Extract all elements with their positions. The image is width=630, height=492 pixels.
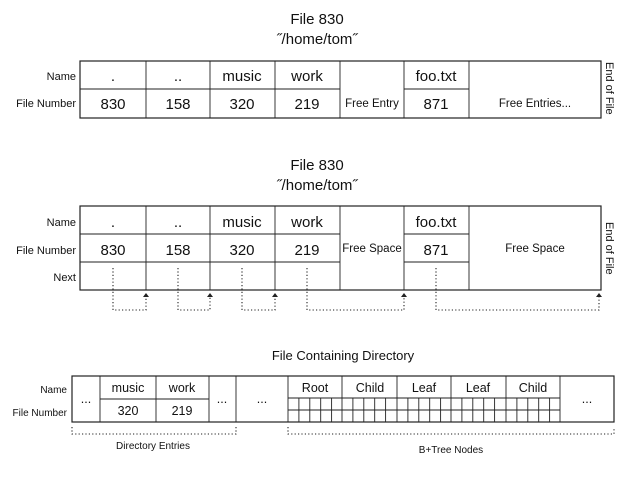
btree-nodes-bracket (287, 427, 615, 435)
diagram-2-free-space-end: Free Space (505, 243, 564, 255)
diagram-1-name-cell: .. (174, 68, 182, 85)
diagram-1-number-cell: 219 (294, 96, 319, 113)
diagram-2: File 830 ˝/home/tom˝ Name File Number Ne… (16, 157, 615, 311)
diagram-3-name-cell: music (112, 381, 145, 395)
diagram-2-file-block (79, 205, 602, 291)
diagram-2-name-cell: foo.txt (416, 214, 458, 231)
btree-node-label: Child (356, 381, 385, 395)
diagram-3-ellipsis: ... (257, 392, 267, 406)
diagram-1-name-cell: work (290, 68, 323, 85)
btree-cell-grid (298, 398, 551, 422)
diagram-3-ellipsis: ... (217, 392, 227, 406)
next-pointer-arrows (112, 268, 602, 311)
diagram-2-name-cell: music (222, 214, 262, 231)
diagram-3-name-cell: work (168, 381, 196, 395)
diagram-1-number-label: File Number (16, 98, 76, 110)
diagram-1-subtitle: ˝/home/tom˝ (277, 31, 359, 48)
btree-nodes: Root Child Leaf Leaf Child (288, 376, 560, 422)
diagram-2-end-of-file: End of File (603, 222, 615, 275)
diagram-1-free-entry: Free Entry (345, 98, 399, 110)
diagram-2-name-label: Name (47, 217, 76, 229)
diagram-1: File 830 ˝/home/tom˝ Name File Number . … (16, 11, 615, 119)
diagram-2-name-cell: .. (174, 214, 182, 231)
diagram-2-number-label: File Number (16, 245, 76, 257)
diagram-1-end-of-file: End of File (603, 62, 615, 115)
diagram-3-number-cell: 320 (118, 404, 139, 418)
diagram-1-name-cell: . (111, 68, 115, 85)
diagram-3: File Containing Directory Name File Numb… (13, 348, 615, 456)
diagram-3-title: File Containing Directory (272, 348, 415, 363)
diagram-1-number-cell: 871 (423, 96, 448, 113)
diagram-2-subtitle: ˝/home/tom˝ (277, 177, 359, 194)
diagram-2-number-cell: 219 (294, 242, 319, 259)
diagram-1-name-cell: music (222, 68, 262, 85)
diagram-1-file-block (79, 60, 602, 119)
btree-node-label: Leaf (466, 381, 491, 395)
diagram-1-free-entries: Free Entries... (499, 98, 571, 110)
diagram-2-number-cell: 871 (423, 242, 448, 259)
diagram-2-number-cell: 158 (165, 242, 190, 259)
diagram-3-number-label: File Number (13, 408, 68, 419)
diagram-3-name-label: Name (40, 385, 67, 396)
diagram-2-next-label: Next (53, 272, 76, 284)
btree-node-label: Root (302, 381, 329, 395)
diagram-3-ellipsis: ... (582, 392, 592, 406)
diagram-2-number-cell: 320 (229, 242, 254, 259)
diagram-3-number-cell: 219 (172, 404, 193, 418)
diagram-1-number-cell: 830 (100, 96, 125, 113)
directory-entries-bracket (71, 427, 237, 435)
diagram-1-name-label: Name (47, 71, 76, 83)
diagram-2-name-cell: . (111, 214, 115, 231)
btree-node-label: Child (519, 381, 548, 395)
diagram-1-name-cell: foo.txt (416, 68, 458, 85)
diagram-1-number-cell: 158 (165, 96, 190, 113)
diagram-1-number-cell: 320 (229, 96, 254, 113)
diagram-2-title: File 830 (290, 157, 343, 174)
diagram-1-title: File 830 (290, 11, 343, 28)
diagram-2-number-cell: 830 (100, 242, 125, 259)
diagram-2-name-cell: work (290, 214, 323, 231)
diagram-2-free-space: Free Space (342, 243, 401, 255)
btree-nodes-caption: B+Tree Nodes (419, 445, 483, 456)
directory-entries-caption: Directory Entries (116, 441, 190, 452)
btree-node-label: Leaf (412, 381, 437, 395)
diagram-3-ellipsis: ... (81, 392, 91, 406)
